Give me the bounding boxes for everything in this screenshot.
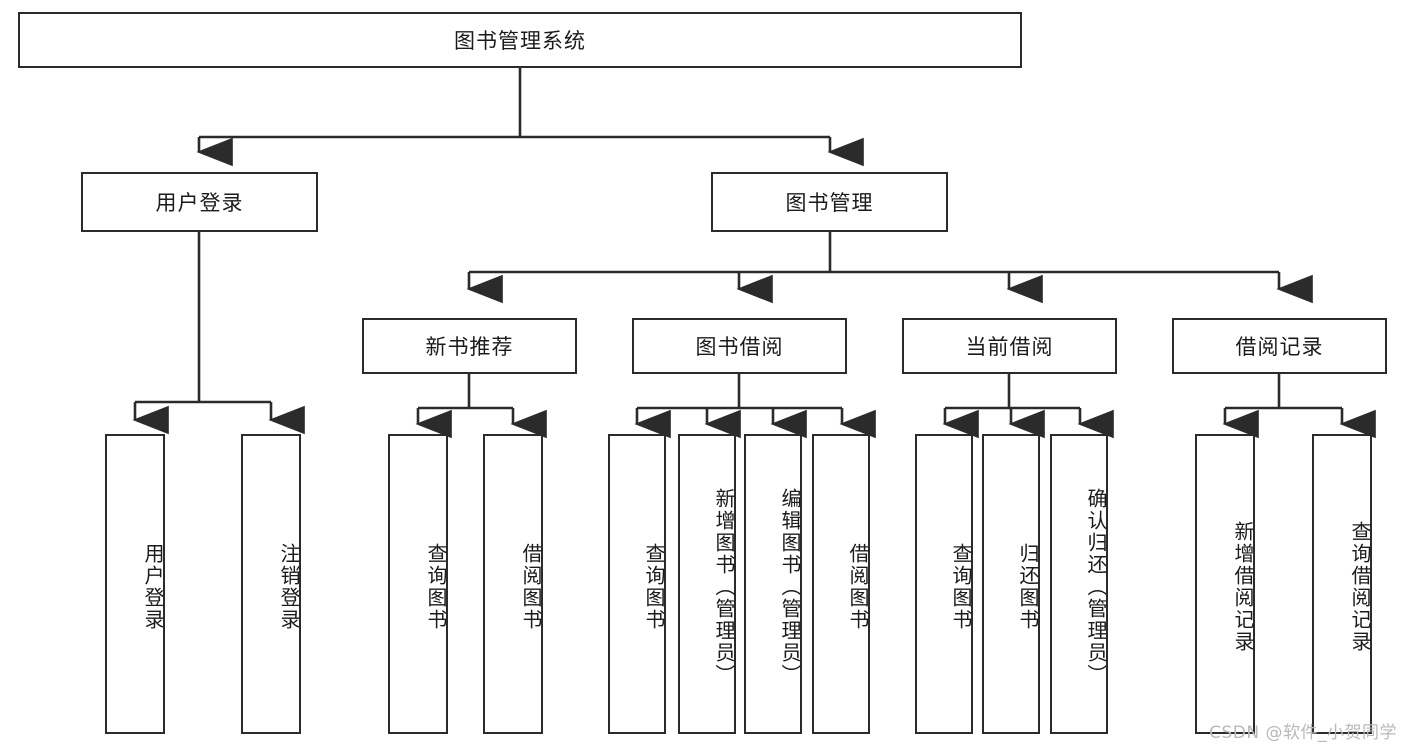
node-borrow-record-label: 借阅记录 — [1235, 335, 1324, 359]
node-current-borrow[interactable]: 当前借阅 — [902, 318, 1117, 374]
leaf-new-book-borrow[interactable]: 借阅图书 — [483, 434, 543, 734]
leaf-label: 新增图书（管理员） — [712, 488, 736, 686]
node-new-book-recommend-label: 新书推荐 — [425, 335, 514, 359]
leaf-current-query-book[interactable]: 查询图书 — [915, 434, 973, 734]
node-root[interactable]: 图书管理系统 — [18, 12, 1022, 68]
leaf-current-confirm-return[interactable]: 确认归还（管理员） — [1050, 434, 1108, 734]
node-user-login[interactable]: 用户登录 — [81, 172, 318, 232]
leaf-new-book-query[interactable]: 查询图书 — [388, 434, 448, 734]
leaf-borrow-add-book[interactable]: 新增图书（管理员） — [678, 434, 736, 734]
leaf-borrow-edit-book[interactable]: 编辑图书（管理员） — [744, 434, 802, 734]
leaf-record-query[interactable]: 查询借阅记录 — [1312, 434, 1372, 734]
leaf-label: 新增借阅记录 — [1231, 521, 1255, 653]
watermark: CSDN @软件_小贺同学 — [1209, 723, 1397, 743]
leaf-label: 归还图书 — [1016, 543, 1040, 631]
leaf-label: 编辑图书（管理员） — [778, 488, 802, 686]
leaf-label: 查询图书 — [642, 543, 666, 631]
leaf-record-add[interactable]: 新增借阅记录 — [1195, 434, 1255, 734]
leaf-label: 借阅图书 — [846, 543, 870, 631]
leaf-user-login-signout[interactable]: 注销登录 — [241, 434, 301, 734]
leaf-borrow-borrow-book[interactable]: 借阅图书 — [812, 434, 870, 734]
leaf-label: 注销登录 — [277, 543, 301, 631]
leaf-label: 查询图书 — [949, 543, 973, 631]
leaf-borrow-query-book[interactable]: 查询图书 — [608, 434, 666, 734]
node-borrow-record[interactable]: 借阅记录 — [1172, 318, 1387, 374]
leaf-current-return-book[interactable]: 归还图书 — [982, 434, 1040, 734]
leaf-label: 借阅图书 — [519, 543, 543, 631]
leaf-label: 查询借阅记录 — [1348, 521, 1372, 653]
leaf-label: 用户登录 — [141, 543, 165, 631]
node-book-management[interactable]: 图书管理 — [711, 172, 948, 232]
node-user-login-label: 用户登录 — [155, 191, 244, 215]
node-book-management-label: 图书管理 — [785, 191, 874, 215]
node-book-borrow[interactable]: 图书借阅 — [632, 318, 847, 374]
node-root-label: 图书管理系统 — [454, 29, 586, 53]
leaf-label: 确认归还（管理员） — [1084, 488, 1108, 686]
node-book-borrow-label: 图书借阅 — [695, 335, 784, 359]
leaf-label: 查询图书 — [424, 543, 448, 631]
node-current-borrow-label: 当前借阅 — [965, 335, 1054, 359]
leaf-user-login-signin[interactable]: 用户登录 — [105, 434, 165, 734]
node-new-book-recommend[interactable]: 新书推荐 — [362, 318, 577, 374]
